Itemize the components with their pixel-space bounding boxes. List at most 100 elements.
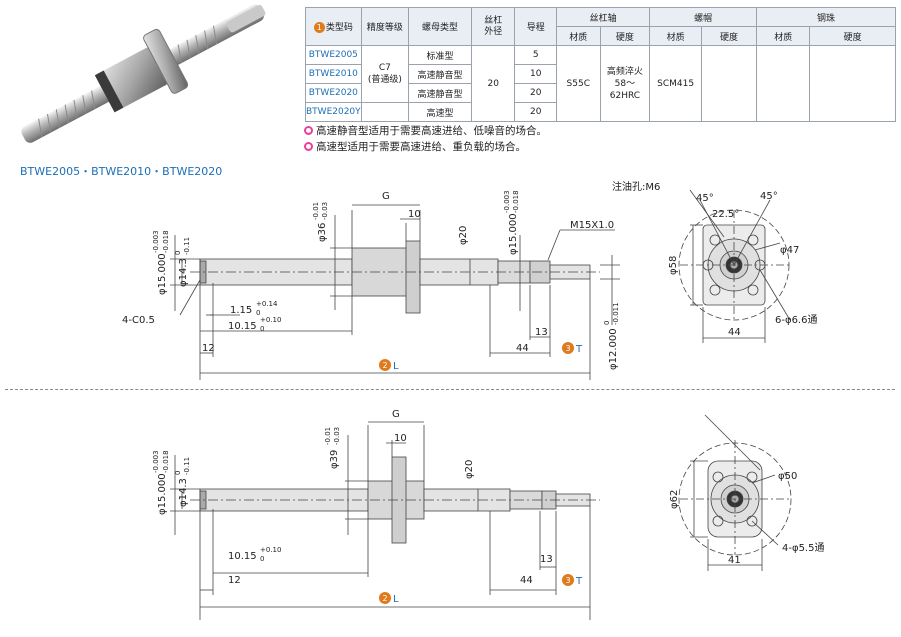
svg-text:-0.003: -0.003 — [503, 190, 511, 213]
oil-hole-label: 注油孔:M6 — [612, 180, 660, 193]
dim-phi-47: φ47 — [780, 245, 799, 256]
dim-phi-14-3: φ14.3 — [178, 478, 189, 507]
dim-phi-20: φ20 — [464, 460, 475, 479]
header-nut-material: 材质 — [649, 26, 702, 46]
header-shaft-hardness: 硬度 — [599, 26, 651, 46]
svg-text:-0.011: -0.011 — [612, 302, 620, 325]
dim-G: G — [392, 409, 400, 420]
dim-chamfer: 4-C0.5 — [122, 315, 155, 326]
header-precision: 精度等级 — [360, 7, 410, 46]
svg-text:-0.018: -0.018 — [162, 450, 170, 473]
dim-phi-36: φ36 — [317, 223, 328, 242]
row-code: BTWE2020 — [305, 83, 362, 103]
row-lead: 20 — [514, 83, 557, 103]
ball-screw-photo — [21, 4, 266, 143]
svg-text:-0.11: -0.11 — [183, 237, 191, 255]
dim-phi-15: φ15.000 — [157, 473, 168, 515]
dim-1-15-tol-lower: 0 — [256, 309, 260, 317]
dim-13: 13 — [540, 554, 553, 565]
svg-text:-0.01: -0.01 — [324, 427, 332, 445]
row-nut-type: 高速型 — [408, 102, 473, 122]
dim-phi-15: φ15.000 — [157, 253, 168, 295]
section-divider — [5, 389, 895, 390]
dim-10: 10 — [394, 433, 407, 444]
drawing-1: 2 L 3 T G 10 4-C0.5 1.15 +0.14 0 10.15 +… — [122, 180, 817, 380]
row-code: BTWE2020Y — [305, 102, 362, 122]
header-shaft-material: 材质 — [555, 26, 601, 46]
svg-text:-0.003: -0.003 — [152, 450, 160, 473]
marker-2: 2 — [382, 594, 387, 603]
svg-text:-0.11: -0.11 — [183, 457, 191, 475]
header-screw-od: 丝杠 外径 — [471, 7, 516, 46]
row-lead: 10 — [514, 64, 557, 84]
shaft-hardness-value: 高频淬火 58～62HRC — [599, 45, 651, 122]
header-ball-material: 材质 — [756, 26, 811, 46]
row-code: BTWE2005 — [305, 45, 362, 65]
dim-width-41: 41 — [728, 555, 741, 566]
header-nut-hardness: 硬度 — [700, 26, 758, 46]
angle-45-a: 45° — [696, 193, 714, 204]
svg-text:0: 0 — [260, 555, 264, 563]
dim-44: 44 — [516, 343, 529, 354]
svg-text:-0.03: -0.03 — [321, 202, 329, 220]
row-nut-type: 高速静音型 — [408, 64, 473, 84]
dim-width-44: 44 — [728, 327, 741, 338]
svg-text:0: 0 — [174, 251, 182, 255]
dim-phi-39: φ39 — [329, 450, 340, 469]
dim-holes: 4-φ5.5通 — [782, 542, 824, 554]
svg-text:+0.10: +0.10 — [260, 546, 281, 554]
dim-10-15-tol-lower: 0 — [260, 325, 264, 333]
row-lead: 5 — [514, 45, 557, 65]
dim-10-15: 10.15 — [228, 321, 257, 332]
shaft-material-value: S55C — [555, 45, 601, 122]
header-screw-shaft: 丝杠轴 — [555, 7, 651, 27]
note-bullet-icon — [304, 126, 313, 135]
dim-thread: M15X1.0 — [570, 220, 614, 231]
drawing-subtitle: BTWE2005・BTWE2010・BTWE2020 — [20, 165, 223, 178]
marker-3: 3 — [565, 576, 570, 585]
dim-10-15-tol-upper: +0.10 — [260, 316, 281, 324]
dim-holes: 6-φ6.6通 — [775, 314, 817, 326]
dim-L: L — [393, 361, 399, 372]
dim-phi-20: φ20 — [458, 226, 469, 245]
drawing-2: 2 L 3 T G 10 10.15 +0.10 0 12 44 13 φ50 … — [152, 409, 824, 620]
header-nut: 螺帽 — [649, 7, 758, 27]
dim-12: 12 — [202, 343, 215, 354]
dim-phi-62: φ62 — [669, 490, 680, 509]
precision-value: C7 (普通级) — [360, 45, 410, 103]
svg-text:-0.003: -0.003 — [152, 230, 160, 253]
header-ball-hardness: 硬度 — [809, 26, 896, 46]
svg-text:0: 0 — [603, 321, 611, 325]
angle-45-b: 45° — [760, 191, 778, 202]
row-lead: 20 — [514, 102, 557, 122]
dim-12: 12 — [228, 575, 241, 586]
dim-10: 10 — [408, 209, 421, 220]
row-nut-type: 标准型 — [408, 45, 473, 65]
dim-1-15-tol-upper: +0.14 — [256, 300, 278, 308]
row-nut-type: 高速静音型 — [408, 83, 473, 103]
dim-G: G — [382, 191, 390, 202]
note-1: 高速静音型适用于需要高速进给、低噪音的场合。 — [304, 123, 547, 138]
svg-text:-0.01: -0.01 — [312, 202, 320, 220]
dim-T: T — [575, 576, 583, 587]
dim-phi-50: φ50 — [778, 471, 797, 482]
marker-2: 2 — [382, 361, 387, 370]
marker-3: 3 — [565, 344, 570, 353]
dim-1-15: 1.15 — [230, 305, 252, 316]
dim-44: 44 — [520, 575, 533, 586]
note-2: 高速型适用于需要高速进给、重负载的场合。 — [304, 139, 526, 154]
dim-phi-15-b: φ15.000 — [508, 213, 519, 255]
header-lead: 导程 — [514, 7, 557, 46]
screw-od-value: 20 — [471, 45, 516, 122]
row-code: BTWE2010 — [305, 64, 362, 84]
dim-10-15: 10.15 — [228, 551, 257, 562]
svg-text:0: 0 — [174, 471, 182, 475]
svg-text:-0.018: -0.018 — [162, 230, 170, 253]
header-ball: 钢珠 — [756, 7, 896, 27]
dim-phi-58: φ58 — [668, 256, 679, 275]
angle-22-5: 22.5° — [712, 209, 739, 220]
dim-T: T — [575, 344, 583, 355]
dim-phi-14-3: φ14.3 — [178, 258, 189, 287]
